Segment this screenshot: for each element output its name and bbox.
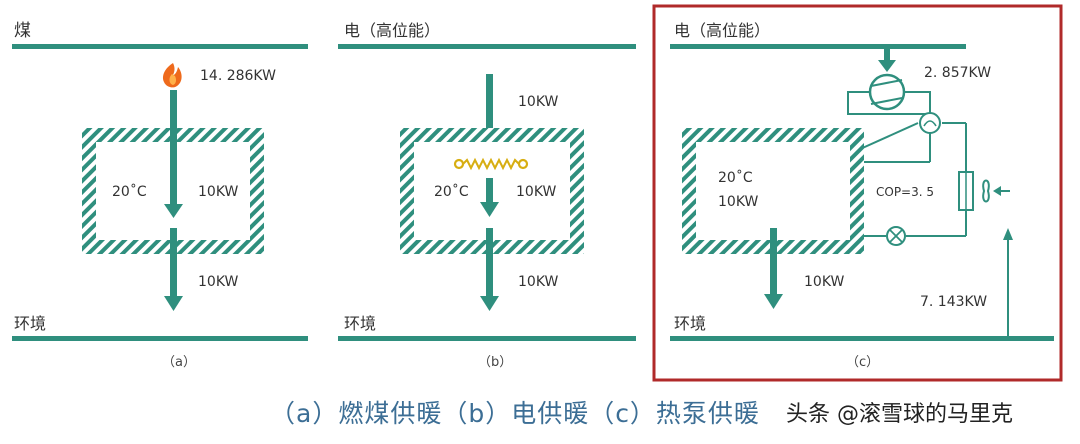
- room-load-a: 10KW: [198, 184, 238, 200]
- environment-line-a: [12, 336, 308, 341]
- heat-arrow-in-a: [164, 90, 183, 218]
- heat-loss-label-c: 10KW: [804, 274, 844, 290]
- outdoor-coil: [958, 171, 974, 211]
- resistance-heater-icon: [453, 157, 529, 171]
- environment-label-a: 环境: [14, 314, 46, 333]
- coal-line: [12, 44, 308, 49]
- figure-caption: （a）燃煤供暖（b）电供暖（c）热泵供暖: [270, 399, 760, 428]
- power-arrow-c: [878, 49, 896, 72]
- heat-loss-label-b: 10KW: [518, 274, 558, 290]
- expansion-valve-icon: [886, 226, 906, 246]
- watermark: 头条 @滚雪球的马里克: [786, 402, 1013, 427]
- room-temp-a: 20˚C: [112, 183, 147, 200]
- heating-comparison-diagram: 煤 14. 286KW 20˚C 10KW 10KW 环境 （a） 电（高位能）: [12, 4, 1063, 382]
- heat-arrow-out-a: [164, 228, 183, 311]
- room-load-c: 10KW: [718, 194, 758, 210]
- coal-power-label: 14. 286KW: [200, 68, 276, 84]
- room-temp-c: 20˚C: [718, 169, 753, 186]
- compressor-icon: [868, 73, 906, 111]
- electricity-label-b: 电（高位能）: [344, 21, 440, 40]
- environment-line-c: [670, 336, 1054, 341]
- heat-arrow-mid-b: [480, 178, 499, 217]
- panel-b: 电（高位能） 10KW 20˚C 10KW 10KW 环境 （b）: [338, 21, 636, 370]
- room-interior-c: [696, 142, 850, 240]
- cop-label: COP=3. 5: [876, 185, 934, 199]
- four-way-valve-icon: [919, 112, 941, 134]
- outdoor-heat-arrow: [993, 186, 1010, 196]
- caption-row: （a）燃煤供暖（b）电供暖（c）热泵供暖 头条 @滚雪球的马里克: [0, 388, 1080, 436]
- electricity-line-b: [338, 44, 636, 49]
- compressor-power-label: 2. 857KW: [924, 65, 991, 81]
- heat-loss-label-a: 10KW: [198, 274, 238, 290]
- electricity-label-c: 电（高位能）: [674, 21, 770, 40]
- environment-label-c: 环境: [674, 314, 706, 333]
- panel-c-sub-label: （c）: [846, 355, 879, 370]
- heat-arrow-out-c: [764, 228, 783, 309]
- panel-a: 煤 14. 286KW 20˚C 10KW 10KW 环境 （a）: [12, 21, 308, 370]
- coal-label: 煤: [14, 21, 31, 41]
- panel-a-sub-label: （a）: [162, 355, 196, 370]
- environment-line-b: [338, 336, 636, 341]
- environment-heat-label: 7. 143KW: [920, 294, 987, 310]
- electricity-line-c: [670, 44, 966, 49]
- electric-power-label-b: 10KW: [518, 94, 558, 110]
- environment-label-b: 环境: [344, 314, 376, 333]
- panel-c: 电（高位能） 2. 857KW: [652, 4, 1063, 382]
- fan-icon-outdoor: [982, 179, 990, 203]
- room-temp-b: 20˚C: [434, 183, 469, 200]
- panel-b-sub-label: （b）: [478, 355, 512, 370]
- room-load-b: 10KW: [516, 184, 556, 200]
- heat-arrow-out-b: [480, 228, 499, 311]
- environment-heat-arrow: [1003, 228, 1013, 338]
- flame-icon: [163, 63, 182, 88]
- panel-c-highlight-frame: [652, 4, 1063, 382]
